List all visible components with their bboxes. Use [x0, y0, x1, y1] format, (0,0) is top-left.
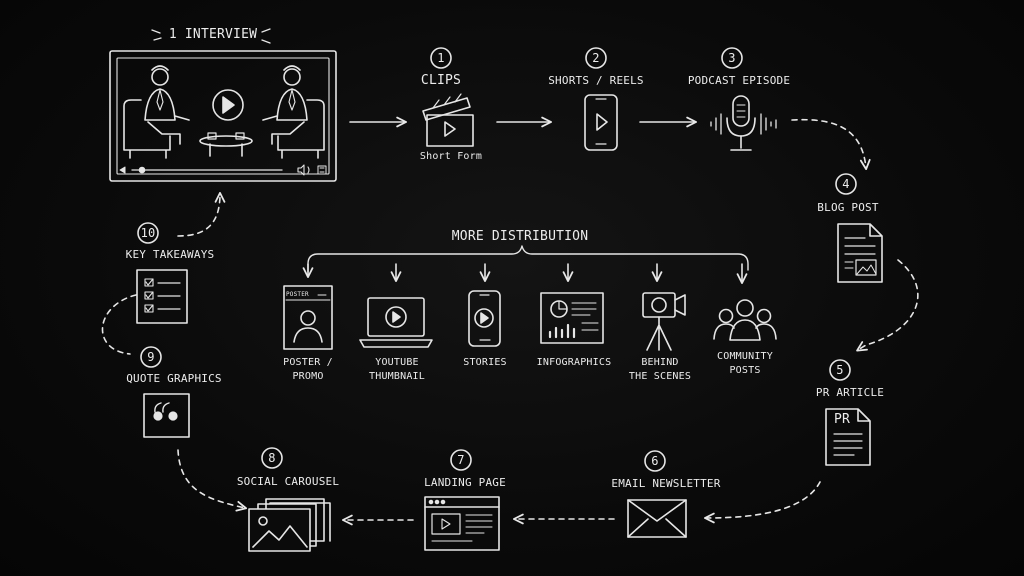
step-9-label: QUOTE GRAPHICS [126, 372, 222, 385]
distribution-item-infographics: INFOGRAPHICS [536, 357, 612, 368]
step-3-label: PODCAST EPISODE [687, 74, 791, 87]
arrow-pr-to-email [703, 481, 821, 524]
step-1-caption: Short Form [419, 151, 483, 162]
step-3-number: 3 [728, 51, 736, 65]
smartphone-play-icon [584, 94, 618, 151]
arrow-quotes-to-carousel [177, 449, 247, 512]
poster-badge: POSTER [286, 291, 309, 298]
distribution-item-stories: STORIES [463, 357, 507, 368]
poster-icon [283, 285, 333, 350]
step-9-number: 9 [147, 350, 155, 364]
arrow-podcast-to-blog [791, 118, 871, 171]
community-icon [713, 299, 777, 341]
distribution-brace [307, 245, 749, 273]
laptop-play-icon [359, 297, 433, 348]
arrow-takeaways-to-interview [177, 191, 226, 237]
step-4-number: 4 [842, 177, 850, 191]
step-8-number: 8 [268, 451, 276, 465]
distribution-title: MORE DISTRIBUTION [451, 229, 589, 244]
clapperboard-icon [422, 93, 474, 147]
step-1-number: 1 [437, 51, 445, 65]
step-7-label: LANDING PAGE [424, 476, 506, 489]
blog-document-icon [837, 223, 883, 283]
step-6-label: EMAIL NEWSLETTER [611, 477, 721, 490]
step-5-number: 5 [836, 363, 844, 377]
landing-page-icon [424, 496, 500, 551]
interview-video-player[interactable] [109, 28, 337, 182]
interview-label: 1 INTERVIEW [168, 27, 258, 42]
distribution-item-community-posts: COMMUNITY POSTS [717, 351, 773, 376]
step-5-label: PR ARTICLE [815, 386, 885, 399]
microphone-icon [710, 95, 777, 151]
step-10-label: KEY TAKEAWAYS [125, 248, 215, 261]
infographic-icon [540, 292, 604, 344]
step-6-number: 6 [651, 454, 659, 468]
step-7-number: 7 [457, 453, 465, 467]
distribution-item-poster: POSTER / PROMO [283, 357, 333, 382]
step-8-label: SOCIAL CAROUSEL [236, 475, 340, 488]
phone-play-icon [468, 290, 501, 347]
pr-badge: PR [833, 412, 851, 427]
quote-graphic-icon [143, 393, 190, 438]
carousel-images-icon [248, 496, 330, 552]
step-4-label: BLOG POST [817, 201, 879, 214]
pr-document-icon [825, 408, 871, 466]
envelope-icon [627, 499, 687, 538]
distribution-item-youtube-thumbnail: YOUTUBE THUMBNAIL [369, 357, 425, 382]
camera-tripod-icon [642, 292, 686, 351]
checklist-icon [136, 269, 188, 324]
arrow-takeaways-to-quotes [101, 294, 137, 355]
step-1-label: CLIPS [420, 73, 462, 88]
step-10-number: 10 [140, 226, 156, 240]
distribution-item-behind-the-scenes: BEHIND THE SCENES [628, 357, 692, 382]
step-2-number: 2 [592, 51, 600, 65]
arrow-blog-to-pr [856, 259, 919, 352]
step-2-label: SHORTS / REELS [548, 74, 644, 87]
